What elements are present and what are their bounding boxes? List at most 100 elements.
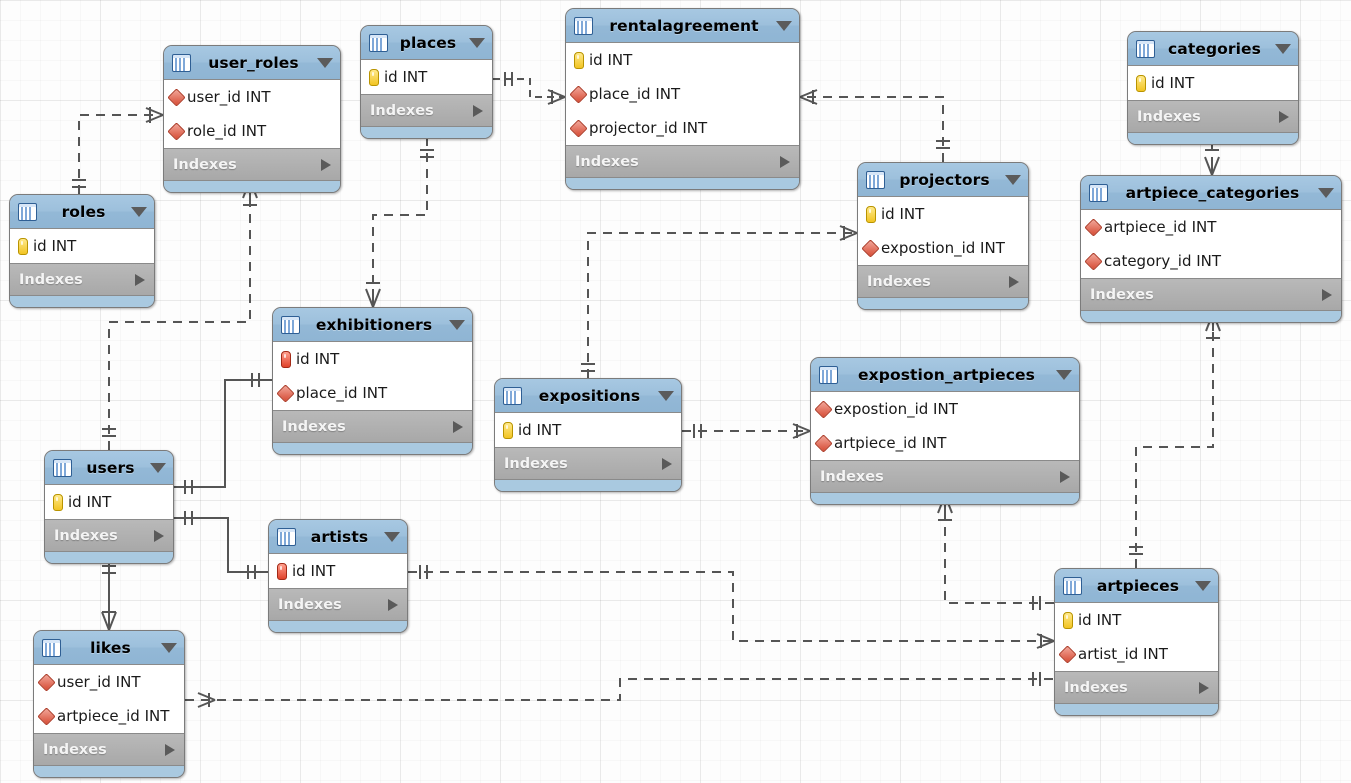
chevron-right-icon[interactable] [453,420,463,433]
column-row[interactable]: id INT [273,342,472,376]
chevron-right-icon[interactable] [165,743,175,756]
table-header-categories[interactable]: categories [1128,32,1298,65]
chevron-down-icon[interactable] [1195,580,1211,591]
indexes-section-likes[interactable]: Indexes [34,734,184,766]
column-row[interactable]: id INT [566,43,799,77]
table-header-roles[interactable]: roles [10,195,154,228]
indexes-section-expostion_artpieces[interactable]: Indexes [811,461,1079,493]
table-icon [18,202,37,221]
chevron-right-icon[interactable] [1279,110,1289,123]
column-row[interactable]: place_id INT [566,77,799,111]
chevron-down-icon[interactable] [658,390,674,401]
chevron-right-icon[interactable] [1060,470,1070,483]
column-row[interactable]: projector_id INT [566,111,799,145]
chevron-down-icon[interactable] [1275,43,1291,54]
indexes-section-artpieces[interactable]: Indexes [1055,672,1218,704]
column-row[interactable]: artpiece_id INT [1081,210,1341,244]
table-header-expostion_artpieces[interactable]: expostion_artpieces [811,358,1079,391]
chevron-down-icon[interactable] [131,206,147,217]
column-row[interactable]: user_id INT [164,80,340,114]
table-header-expositions[interactable]: expositions [495,379,681,412]
indexes-section-roles[interactable]: Indexes [10,264,154,296]
chevron-down-icon[interactable] [150,462,166,473]
table-header-projectors[interactable]: projectors [858,163,1028,196]
column-row[interactable]: id INT [361,60,492,94]
column-row[interactable]: expostion_id INT [858,231,1028,265]
indexes-section-categories[interactable]: Indexes [1128,101,1298,133]
indexes-section-exhibitioners[interactable]: Indexes [273,411,472,443]
table-header-artpiece_categories[interactable]: artpiece_categories [1081,176,1341,209]
column-row[interactable]: id INT [858,197,1028,231]
chevron-right-icon[interactable] [154,529,164,542]
table-header-artists[interactable]: artists [269,520,407,553]
table-header-artpieces[interactable]: artpieces [1055,569,1218,602]
chevron-down-icon[interactable] [449,319,465,330]
chevron-right-icon[interactable] [780,155,790,168]
table-footer [1055,704,1218,715]
table-header-rentalagreement[interactable]: rentalagreement [566,9,799,42]
column-row[interactable]: id INT [269,554,407,588]
chevron-down-icon[interactable] [1005,174,1021,185]
column-row[interactable]: category_id INT [1081,244,1341,278]
chevron-down-icon[interactable] [317,57,333,68]
chevron-down-icon[interactable] [1318,187,1334,198]
indexes-section-expositions[interactable]: Indexes [495,448,681,480]
indexes-section-places[interactable]: Indexes [361,95,492,127]
chevron-right-icon[interactable] [1199,681,1209,694]
chevron-down-icon[interactable] [1056,369,1072,380]
rel-artpieces-expostion_artpieces [944,495,1054,604]
column-row[interactable]: id INT [10,229,154,263]
table-header-likes[interactable]: likes [34,631,184,664]
column-row[interactable]: expostion_id INT [811,392,1079,426]
column-row[interactable]: place_id INT [273,376,472,410]
column-row[interactable]: artpiece_id INT [811,426,1079,460]
indexes-section-rentalagreement[interactable]: Indexes [566,146,799,178]
chevron-down-icon[interactable] [469,37,485,48]
chevron-right-icon[interactable] [1322,288,1332,301]
chevron-right-icon[interactable] [662,457,672,470]
chevron-right-icon[interactable] [135,273,145,286]
chevron-down-icon[interactable] [161,642,177,653]
chevron-right-icon[interactable] [1009,275,1019,288]
column-row[interactable]: id INT [495,413,681,447]
table-expostion_artpieces[interactable]: expostion_artpieces expostion_id INT artpi… [810,357,1080,505]
column-row[interactable]: id INT [1128,66,1298,100]
column-row[interactable]: user_id INT [34,665,184,699]
column-label: expostion_id INT [834,400,958,418]
indexes-section-user_roles[interactable]: Indexes [164,149,340,181]
indexes-section-artists[interactable]: Indexes [269,589,407,621]
column-row[interactable]: id INT [1055,603,1218,637]
indexes-section-artpiece_categories[interactable]: Indexes [1081,279,1341,311]
column-row[interactable]: id INT [45,485,173,519]
table-header-user_roles[interactable]: user_roles [164,46,340,79]
chevron-right-icon[interactable] [388,598,398,611]
indexes-section-projectors[interactable]: Indexes [858,266,1028,298]
table-header-users[interactable]: users [45,451,173,484]
column-row[interactable]: artpiece_id INT [34,699,184,733]
chevron-down-icon[interactable] [384,531,400,542]
table-header-places[interactable]: places [361,26,492,59]
indexes-section-users[interactable]: Indexes [45,520,173,552]
chevron-down-icon[interactable] [776,20,792,31]
chevron-right-icon[interactable] [473,104,483,117]
column-row[interactable]: artist_id INT [1055,637,1218,671]
table-header-exhibitioners[interactable]: exhibitioners [273,308,472,341]
chevron-right-icon[interactable] [321,158,331,171]
column-row[interactable]: role_id INT [164,114,340,148]
